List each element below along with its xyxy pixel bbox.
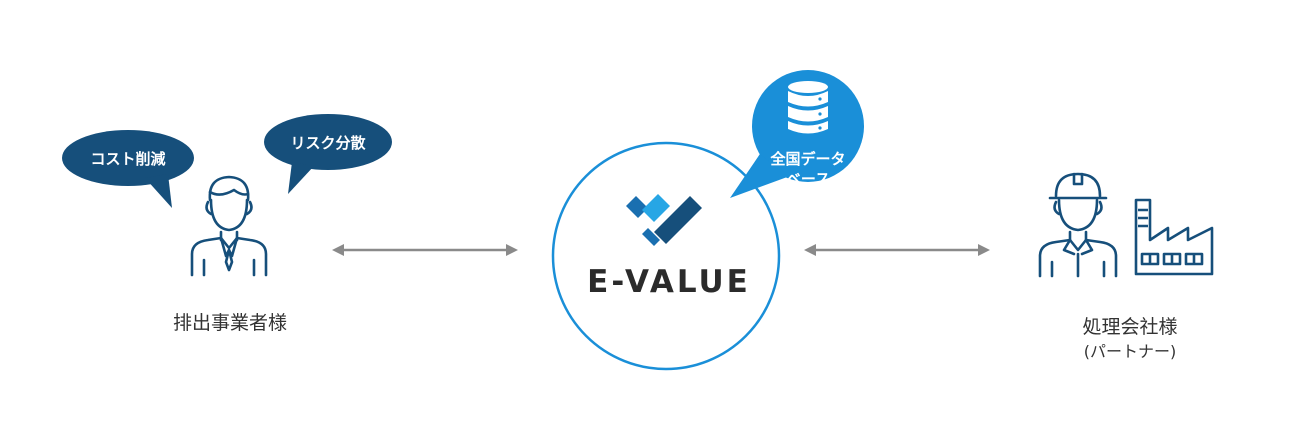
database-bubble-line1: 全国データ	[770, 150, 846, 168]
e-value-logo-text: E-VALUE	[587, 264, 751, 300]
bubble-text-risk-diversification: リスク分散	[290, 134, 366, 152]
bubble-text-cost-reduction: コスト削減	[90, 150, 166, 168]
database-bubble-line2: ベース	[785, 170, 831, 188]
e-value-logo-mark	[626, 194, 702, 246]
business-person-icon	[190, 175, 268, 277]
left-double-arrow	[332, 244, 518, 256]
factory-icon	[1134, 198, 1214, 276]
right-party-label: 処理会社様	[1082, 316, 1178, 338]
center-circle	[551, 141, 781, 371]
right-double-arrow	[804, 244, 990, 256]
speech-bubble-risk-diversification	[264, 114, 392, 194]
database-icon	[788, 81, 828, 134]
speech-bubble-cost-reduction	[62, 130, 194, 208]
worker-helmet-icon	[1038, 172, 1118, 278]
left-party-label: 排出事業者様	[172, 312, 287, 334]
right-party-sublabel: (パートナー)	[1083, 342, 1177, 361]
